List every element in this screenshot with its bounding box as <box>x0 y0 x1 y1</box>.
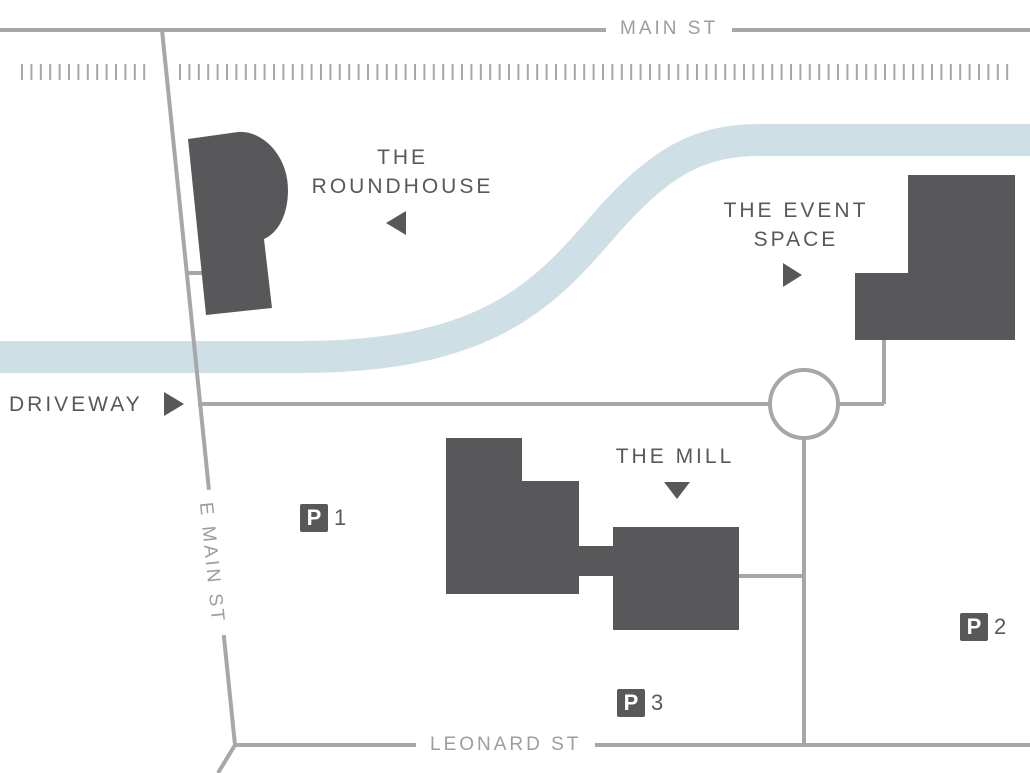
mill-label: THE MILL <box>615 445 735 468</box>
event-space-label: THE EVENT SPACE <box>706 196 886 254</box>
main-st-label: MAIN ST <box>606 17 733 41</box>
parking-number: 2 <box>994 614 1007 639</box>
parking-marker-3: P 3 <box>617 689 663 717</box>
roundhouse-building <box>188 131 288 315</box>
triangle-right-icon <box>783 263 802 287</box>
buildings <box>188 131 1015 630</box>
parking-icon: P <box>300 504 328 532</box>
mill-building-west <box>446 438 579 594</box>
triangle-right-icon <box>164 392 184 416</box>
event-space-label-line1: THE EVENT <box>723 199 869 222</box>
pointer-arrows <box>164 211 802 499</box>
event-space-label-line2: SPACE <box>753 228 839 251</box>
leonard-st-label: LEONARD ST <box>416 733 596 757</box>
parking-icon: P <box>617 689 645 717</box>
river <box>0 124 1030 373</box>
roundhouse-label: THE ROUNDHOUSE <box>300 143 505 201</box>
roundhouse-label-line2: ROUNDHOUSE <box>311 175 494 198</box>
event-space-building <box>855 175 1015 340</box>
parking-marker-1: P 1 <box>300 504 346 532</box>
triangle-down-icon <box>664 482 690 499</box>
roundabout <box>768 368 840 440</box>
parking-number: 1 <box>334 505 347 530</box>
railroad-tracks <box>21 64 1009 80</box>
mill-connector <box>579 546 615 576</box>
mill-building-east <box>613 527 739 630</box>
parking-icon: P <box>960 613 988 641</box>
driveway-label: DRIVEWAY <box>9 393 143 416</box>
roundhouse-label-line1: THE <box>377 146 428 169</box>
triangle-left-icon <box>386 211 406 235</box>
parking-marker-2: P 2 <box>960 613 1006 641</box>
e-main-st-road-south <box>216 743 237 773</box>
parking-number: 3 <box>651 690 664 715</box>
